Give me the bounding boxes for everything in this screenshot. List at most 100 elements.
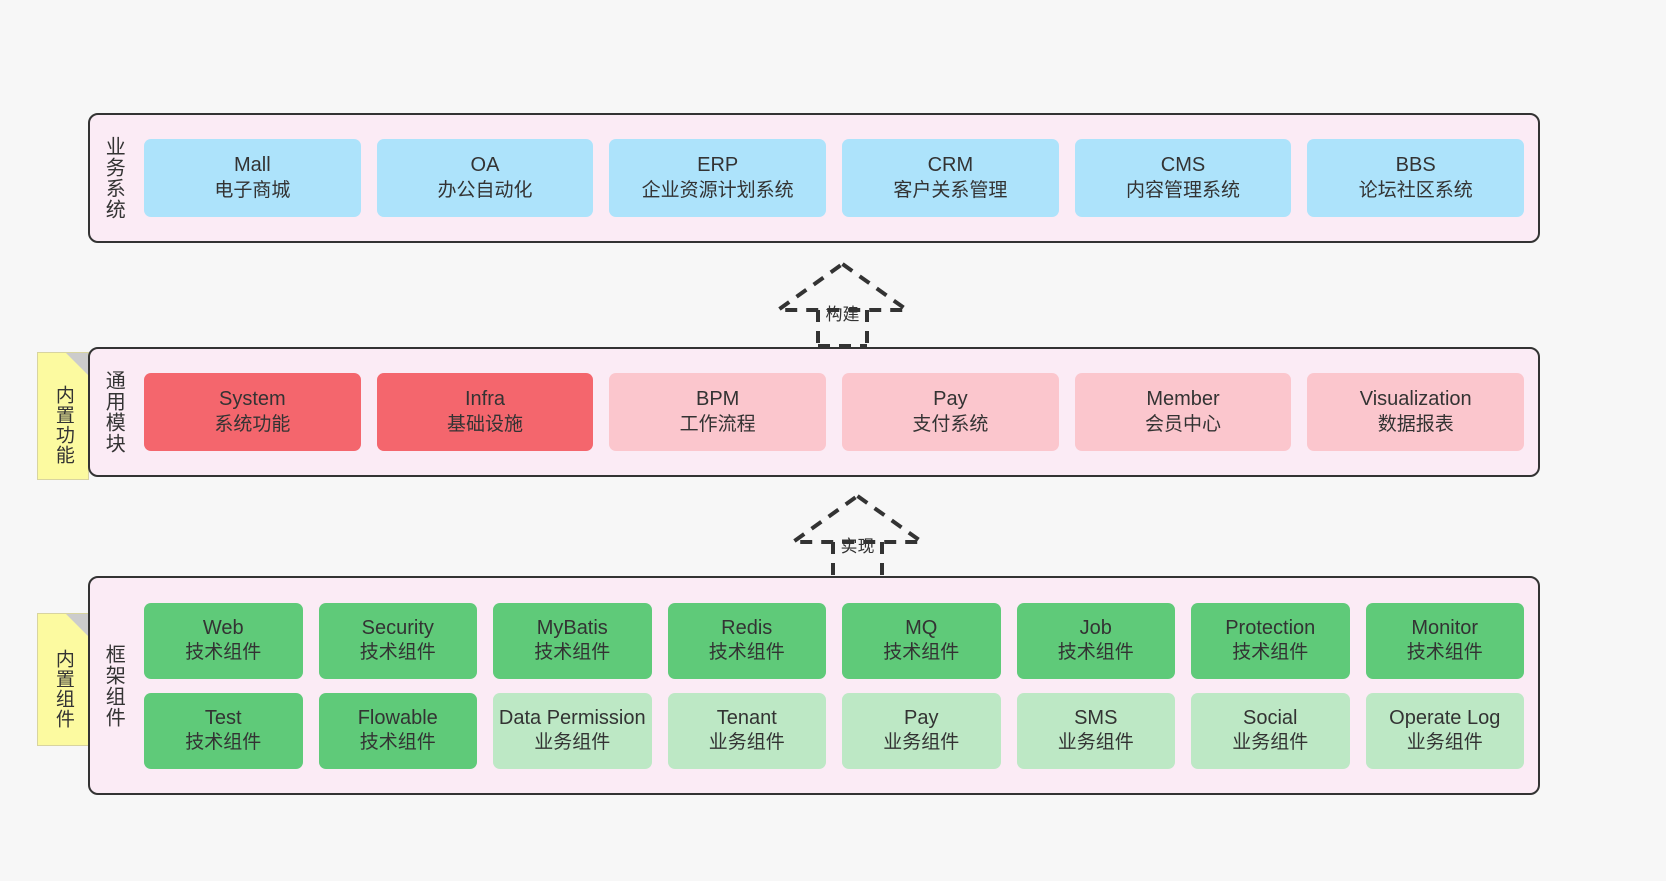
card-title: Member: [1146, 388, 1220, 411]
card-title: OA: [470, 154, 500, 177]
card-web[interactable]: Web 技术组件: [144, 602, 303, 679]
card-visualization[interactable]: Visualization 数据报表: [1307, 373, 1525, 451]
card-title: CRM: [927, 154, 974, 177]
card-subtitle: 技术组件: [1406, 642, 1483, 664]
sticky-note-builtin-components: 内置组件: [37, 613, 89, 746]
card-subtitle: 技术组件: [359, 642, 436, 664]
card-subtitle: 技术组件: [1232, 642, 1309, 664]
card-title: MQ: [905, 616, 938, 639]
card-pay-module[interactable]: Pay 支付系统: [842, 373, 1059, 451]
card-title: Security: [361, 616, 434, 639]
layer-title-common-modules: 通用模块: [102, 370, 125, 454]
card-test[interactable]: Test 技术组件: [144, 692, 303, 769]
card-row: Web 技术组件 Security 技术组件 MyBatis 技术组件 Redi…: [144, 602, 1524, 679]
card-subtitle: 业务组件: [708, 732, 785, 754]
card-social[interactable]: Social 业务组件: [1191, 692, 1350, 769]
card-subtitle: 内容管理系统: [1126, 179, 1241, 201]
card-redis[interactable]: Redis 技术组件: [667, 602, 826, 679]
card-title: Mall: [234, 154, 271, 177]
card-subtitle: 基础设施: [447, 413, 524, 435]
card-mq[interactable]: MQ 技术组件: [842, 602, 1001, 679]
layer-title-business-system: 业务系统: [102, 136, 125, 220]
card-title: Operate Log: [1389, 706, 1501, 729]
card-title: CMS: [1160, 154, 1206, 177]
layer-framework-components: 框架组件 Web 技术组件 Security 技术组件 MyBatis 技术组件…: [88, 576, 1540, 795]
card-subtitle: 数据报表: [1377, 413, 1454, 435]
card-pay-component[interactable]: Pay 业务组件: [842, 692, 1001, 769]
card-infra[interactable]: Infra 基础设施: [376, 373, 594, 451]
card-subtitle: 技术组件: [708, 642, 785, 664]
card-title: BBS: [1395, 154, 1436, 177]
card-row: Test 技术组件 Flowable 技术组件 Data Permission …: [144, 692, 1524, 769]
card-title: Visualization: [1359, 388, 1472, 411]
card-erp[interactable]: ERP 企业资源计划系统: [609, 139, 827, 217]
card-subtitle: 技术组件: [883, 642, 960, 664]
card-title: ERP: [697, 154, 739, 177]
card-title: Web: [202, 616, 244, 639]
card-protection[interactable]: Protection 技术组件: [1191, 602, 1350, 679]
card-sms[interactable]: SMS 业务组件: [1016, 692, 1175, 769]
card-title: Pay: [933, 388, 968, 411]
card-subtitle: 会员中心: [1145, 413, 1222, 435]
layer-business-system: 业务系统 Mall 电子商城 OA 办公自动化 ERP 企业资源计划系统 CRM…: [88, 113, 1540, 243]
layer-body-framework-components: Web 技术组件 Security 技术组件 MyBatis 技术组件 Redi…: [136, 578, 1538, 793]
card-title: Flowable: [357, 706, 438, 729]
sticky-note-text: 内置功能: [52, 385, 74, 465]
card-system[interactable]: System 系统功能: [144, 373, 361, 451]
card-title: Social: [1243, 706, 1298, 729]
card-subtitle: 业务组件: [1232, 732, 1309, 754]
card-mall[interactable]: Mall 电子商城: [144, 139, 361, 217]
card-member[interactable]: Member 会员中心: [1074, 373, 1292, 451]
card-operate-log[interactable]: Operate Log 业务组件: [1365, 692, 1524, 769]
card-title: System: [218, 388, 286, 411]
card-subtitle: 业务组件: [883, 732, 960, 754]
card-title: SMS: [1074, 706, 1118, 729]
card-subtitle: 技术组件: [185, 732, 262, 754]
card-row: System 系统功能 Infra 基础设施 BPM 工作流程 Pay 支付系统…: [144, 373, 1525, 451]
connector-implement: 实现: [770, 490, 945, 580]
card-title: Tenant: [716, 706, 777, 729]
sticky-note-builtin-features: 内置功能: [37, 352, 89, 480]
connector-build: 构建: [755, 258, 930, 348]
card-job[interactable]: Job 技术组件: [1016, 602, 1175, 679]
card-subtitle: 办公自动化: [437, 179, 533, 201]
card-bpm[interactable]: BPM 工作流程: [609, 373, 827, 451]
card-subtitle: 电子商城: [214, 179, 291, 201]
connector-implement-arrow: [786, 493, 929, 580]
card-subtitle: 技术组件: [185, 642, 262, 664]
layer-title-framework-components: 框架组件: [102, 643, 125, 728]
card-security[interactable]: Security 技术组件: [318, 602, 477, 679]
card-title: Redis: [721, 616, 773, 639]
card-row: Mall 电子商城 OA 办公自动化 ERP 企业资源计划系统 CRM 客户关系…: [144, 139, 1525, 217]
card-subtitle: 技术组件: [534, 642, 611, 664]
card-data-permission[interactable]: Data Permission 业务组件: [493, 692, 652, 769]
card-title: Job: [1079, 616, 1112, 639]
card-cms[interactable]: CMS 内容管理系统: [1074, 139, 1292, 217]
card-subtitle: 工作流程: [679, 413, 756, 435]
card-subtitle: 业务组件: [534, 732, 611, 754]
card-title: BPM: [696, 388, 740, 411]
card-mybatis[interactable]: MyBatis 技术组件: [493, 602, 652, 679]
card-title: Protection: [1225, 616, 1316, 639]
card-title: Data Permission: [498, 706, 646, 729]
card-subtitle: 业务组件: [1406, 732, 1483, 754]
card-subtitle: 技术组件: [1057, 642, 1134, 664]
card-monitor[interactable]: Monitor 技术组件: [1365, 602, 1524, 679]
card-subtitle: 企业资源计划系统: [641, 179, 794, 201]
card-subtitle: 业务组件: [1057, 732, 1134, 754]
layer-common-modules: 通用模块 System 系统功能 Infra 基础设施 BPM 工作流程 Pay…: [88, 347, 1540, 477]
card-subtitle: 支付系统: [912, 413, 989, 435]
card-bbs[interactable]: BBS 论坛社区系统: [1307, 139, 1525, 217]
card-tenant[interactable]: Tenant 业务组件: [667, 692, 826, 769]
card-subtitle: 技术组件: [359, 732, 436, 754]
card-title: Test: [204, 706, 242, 729]
connector-build-arrow: [771, 261, 914, 348]
card-subtitle: 客户关系管理: [893, 179, 1008, 201]
card-flowable[interactable]: Flowable 技术组件: [318, 692, 477, 769]
card-title: Infra: [464, 388, 506, 411]
card-title: Monitor: [1411, 616, 1479, 639]
card-oa[interactable]: OA 办公自动化: [376, 139, 594, 217]
card-title: Pay: [904, 706, 939, 729]
card-crm[interactable]: CRM 客户关系管理: [842, 139, 1059, 217]
